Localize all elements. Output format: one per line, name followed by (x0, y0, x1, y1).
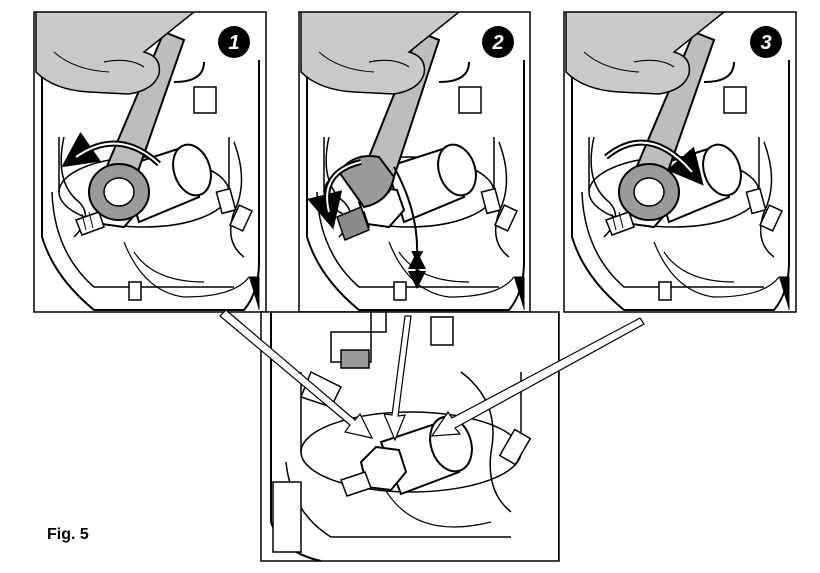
panel-overview (260, 311, 560, 562)
panel-step-3: 3 (563, 11, 797, 313)
step-1-badge (218, 26, 250, 58)
step-2-number: 2 (491, 32, 503, 54)
step-1-number: 1 (228, 32, 239, 54)
figure-label: Fig. 5 (47, 526, 89, 543)
converging-arrows (219, 309, 645, 442)
panel-step-1: 1 (33, 11, 267, 313)
step-2-badge (482, 26, 514, 58)
step-3-badge (750, 26, 782, 58)
panel-step-2: 2 (298, 11, 531, 313)
step-3-number: 3 (760, 32, 771, 54)
